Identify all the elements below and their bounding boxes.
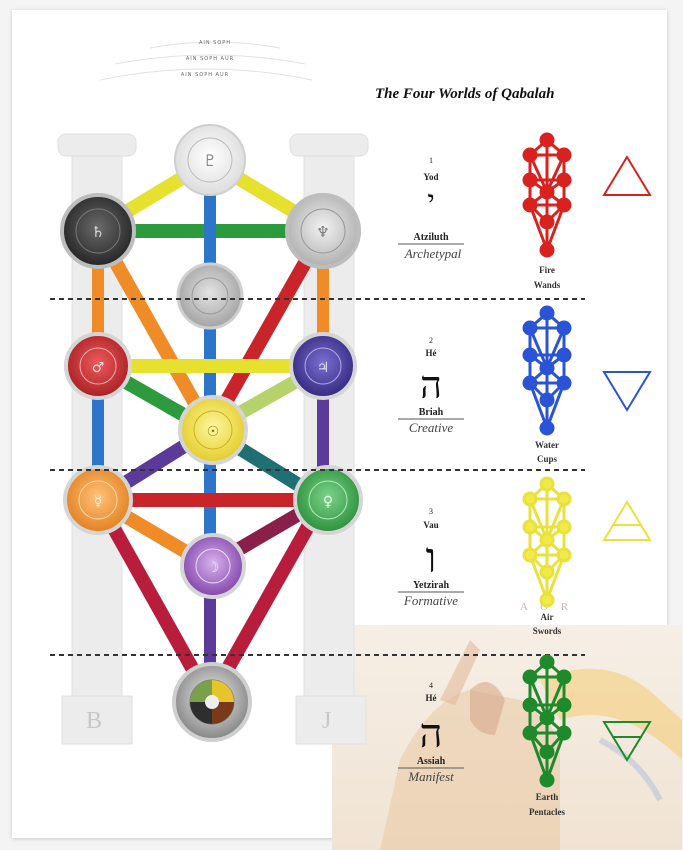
sephira-geburah: ♂ (66, 334, 130, 398)
saturn-icon: ♄ (91, 223, 104, 241)
world-4-suit: Pentacles (529, 807, 565, 817)
arc-text-2: AIN SOPH AUR (186, 56, 234, 62)
sephira-daath (178, 264, 242, 328)
sephira-kether: ♇ (175, 125, 245, 195)
moon-icon: ☽ (207, 560, 220, 576)
world-4-mode: Manifest (407, 769, 454, 784)
world-2-suit: Cups (537, 454, 558, 464)
world-1-suit: Wands (534, 280, 561, 290)
arc-text-1: AIN SOPH (199, 40, 231, 46)
ain-soph-arcs: AIN SOPH AIN SOPH AUR AIN SOPH AUR (100, 40, 312, 80)
pillar-letter-b: B (86, 708, 102, 734)
air-triangle-icon (604, 502, 650, 540)
world-1-letter-name: Yod (423, 172, 438, 182)
sun-icon: ☉ (207, 424, 220, 440)
world-3-suit: Swords (533, 626, 562, 636)
pillar-letter-j: J (322, 708, 331, 734)
world-3-number: 3 (429, 507, 433, 516)
world-2-letter-name: Hé (426, 348, 437, 358)
sephira-chesed: ♃ (291, 334, 355, 398)
diagram-title: The Four Worlds of Qabalah (375, 86, 554, 102)
world-3-mode: Formative (403, 593, 458, 608)
sephira-yesod: ☽ (182, 535, 244, 597)
world-2-element: Water (535, 440, 559, 450)
world-1-hebrew: י (427, 184, 434, 217)
world-3-hebrew: ו (426, 533, 437, 582)
world-1-number: 1 (429, 156, 433, 165)
world-2-number: 2 (429, 336, 433, 345)
world-1-mode: Archetypal (404, 246, 462, 261)
fire-triangle-icon (604, 157, 650, 195)
world-3-letter-name: Vau (423, 520, 438, 530)
world-1-element: Fire (539, 265, 555, 275)
sephira-tiphareth: ☉ (180, 397, 246, 463)
world-4-hebrew: ה (419, 711, 442, 757)
arc-text-3: AIN SOPH AUR (181, 72, 229, 78)
world-2-name: Briah (419, 407, 444, 418)
mini-tree-yellow (524, 478, 570, 606)
world-3-element: Air (541, 612, 554, 622)
sephira-chokmah: ♆ (287, 195, 359, 267)
world-1-name: Atziluth (414, 232, 449, 243)
pluto-icon: ♇ (203, 151, 217, 170)
tarot-card-image: A O R (332, 601, 682, 850)
water-triangle-icon (604, 372, 650, 410)
mars-icon: ♂ (92, 360, 105, 376)
mercury-icon: ☿ (94, 494, 103, 510)
sephira-netzach: ♀ (295, 467, 361, 533)
sephira-binah: ♄ (62, 195, 134, 267)
neptune-icon: ♆ (316, 223, 329, 241)
jupiter-icon: ♃ (317, 360, 330, 376)
world-4-element: Earth (536, 792, 559, 802)
world-4-name: Assiah (417, 756, 446, 767)
sephira-hod: ☿ (65, 467, 131, 533)
mini-tree-red (524, 134, 570, 256)
mini-tree-blue (524, 307, 570, 434)
world-3-name: Yetzirah (413, 580, 450, 591)
world-2-hebrew: ה (420, 363, 442, 407)
sephira-malkuth (174, 664, 250, 740)
world-4-letter-name: Hé (426, 693, 437, 703)
world-4-number: 4 (429, 681, 433, 690)
world-2-mode: Creative (409, 420, 454, 435)
venus-icon: ♀ (323, 494, 333, 510)
